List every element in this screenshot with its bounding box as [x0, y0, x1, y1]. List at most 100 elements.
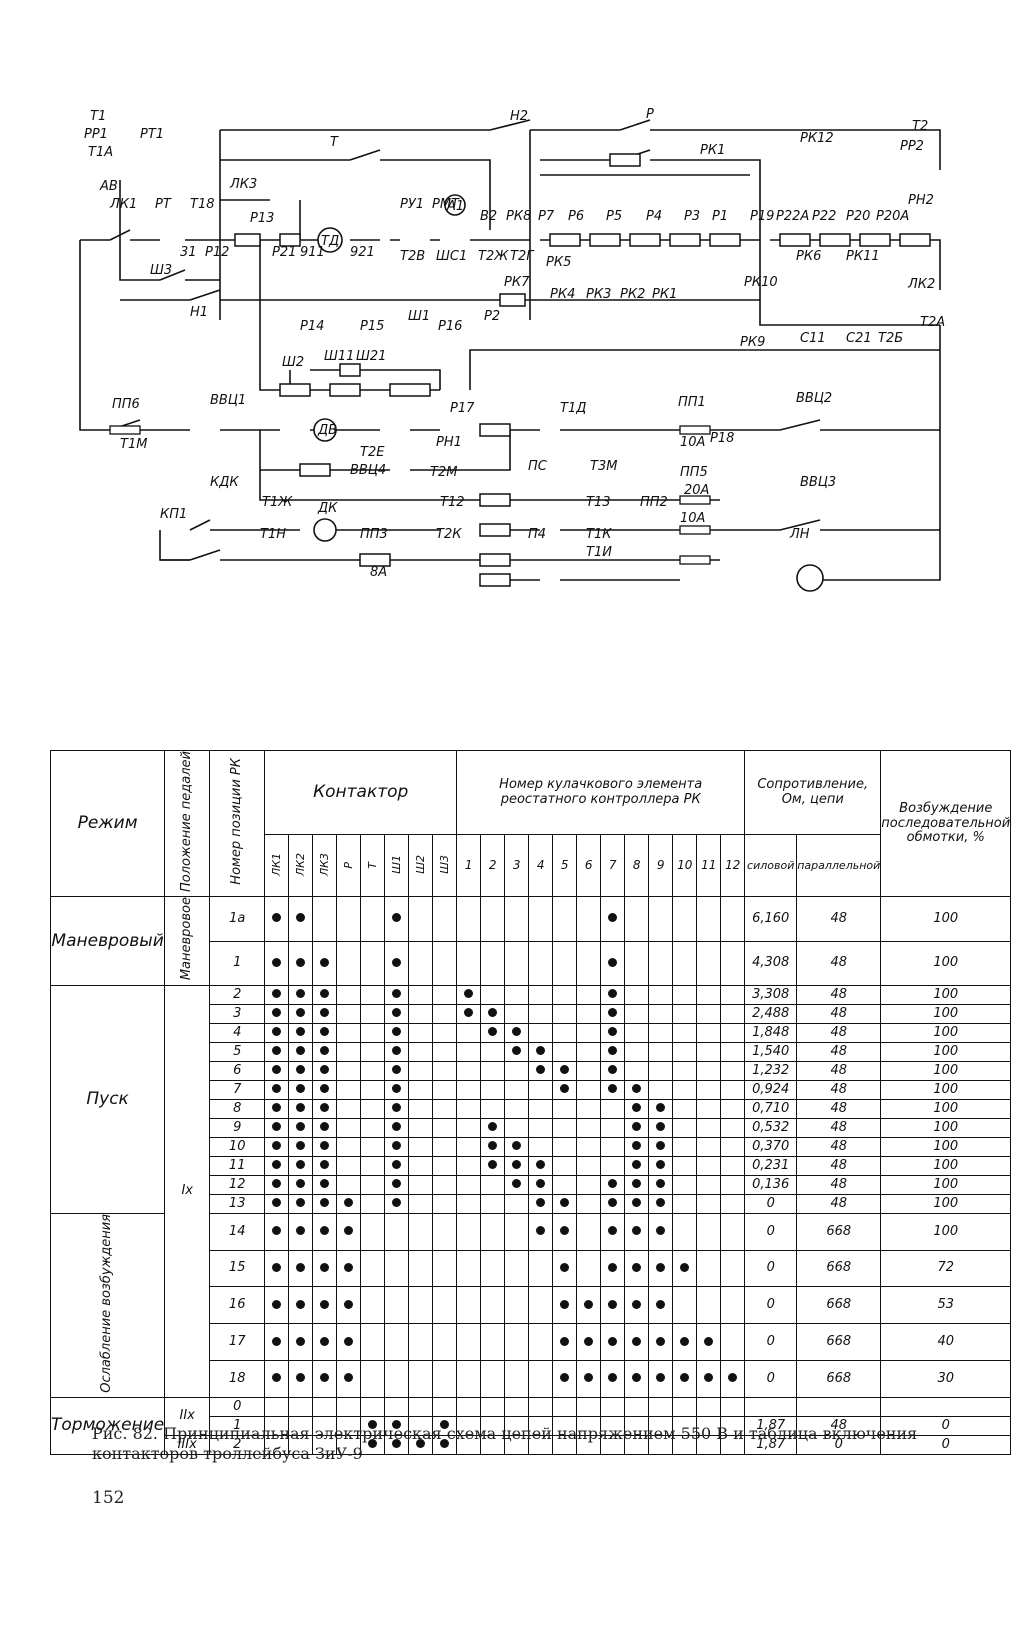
on-dot [320, 1141, 330, 1151]
on-dot [272, 1198, 282, 1208]
on-dot [296, 1336, 306, 1346]
resistance-cell: 668 [796, 1323, 882, 1362]
switch-cell [600, 1022, 626, 1043]
switch-cell [528, 1155, 554, 1176]
switch-cell [552, 1249, 578, 1288]
switch-cell [408, 1286, 434, 1325]
on-dot [272, 1027, 282, 1037]
switch-cell [576, 1098, 602, 1119]
switch-cell [504, 1136, 530, 1157]
switch-cell [264, 1155, 290, 1176]
switch-cell [480, 1174, 506, 1195]
switch-cell [408, 1041, 434, 1062]
on-dot [656, 1299, 666, 1309]
switch-cell [408, 1098, 434, 1119]
switch-cell [504, 896, 530, 942]
on-dot [632, 1141, 642, 1151]
svg-text:921: 921 [350, 245, 375, 260]
contactor-label: Ш3 [432, 834, 458, 898]
on-dot [488, 1122, 498, 1132]
switch-cell [552, 1079, 578, 1100]
on-dot [272, 1179, 282, 1189]
on-dot [392, 957, 402, 967]
switch-cell [456, 1003, 482, 1024]
switch-cell [528, 896, 554, 942]
svg-text:РК7: РК7 [504, 275, 530, 290]
excitation-cell: 100 [880, 1041, 1012, 1062]
svg-text:Т13: Т13 [586, 495, 610, 510]
excitation-cell: 100 [880, 1079, 1012, 1100]
resistance-cell: 0 [744, 1249, 798, 1288]
svg-text:Р20: Р20 [846, 209, 870, 224]
on-dot [608, 913, 618, 923]
svg-text:РК11: РК11 [846, 249, 880, 264]
svg-text:8А: 8А [370, 565, 387, 580]
switch-cell [504, 1079, 530, 1100]
switch-cell [264, 1193, 290, 1214]
switch-cell [504, 1022, 530, 1043]
position-cell: 17 [209, 1323, 266, 1362]
svg-text:Р7: Р7 [538, 209, 555, 224]
switch-cell [288, 1193, 314, 1214]
switch-cell [432, 1360, 458, 1398]
resistance-cell: 668 [796, 1249, 882, 1288]
switch-cell [648, 1060, 674, 1081]
on-dot [560, 1262, 570, 1272]
switch-cell [648, 1174, 674, 1195]
switch-cell [672, 1003, 698, 1024]
on-dot [632, 1179, 642, 1189]
svg-text:Т2А: Т2А [920, 315, 945, 330]
switch-cell [504, 940, 530, 986]
switch-cell [288, 1041, 314, 1062]
switch-cell [576, 1117, 602, 1138]
svg-text:Р: Р [646, 107, 654, 122]
switch-cell [456, 1117, 482, 1138]
on-dot [368, 1420, 378, 1430]
switch-cell [288, 1323, 314, 1362]
switch-cell [672, 1155, 698, 1176]
svg-text:РК3: РК3 [586, 287, 611, 302]
position-cell: 4 [209, 1022, 266, 1043]
cam-label: 6 [576, 834, 602, 898]
switch-cell [552, 1360, 578, 1398]
switch-cell [720, 1003, 746, 1024]
switch-cell [360, 896, 386, 942]
switch-cell [720, 1136, 746, 1157]
on-dot [536, 1046, 546, 1056]
on-dot [608, 1299, 618, 1309]
switch-cell [528, 1003, 554, 1024]
switch-cell [528, 1193, 554, 1214]
svg-text:С11: С11 [800, 331, 826, 346]
svg-text:10А: 10А [680, 435, 705, 450]
on-dot [296, 1226, 306, 1236]
position-cell: 8 [209, 1098, 266, 1119]
switch-cell [576, 1003, 602, 1024]
on-dot [488, 1027, 498, 1037]
switch-cell [480, 1098, 506, 1119]
svg-text:ВВЦ2: ВВЦ2 [796, 391, 832, 406]
switch-cell [480, 940, 506, 986]
switch-cell [288, 1136, 314, 1157]
svg-text:КП1: КП1 [160, 507, 187, 522]
switch-cell [624, 940, 650, 986]
on-dot [632, 1084, 642, 1094]
switch-cell [600, 1212, 626, 1251]
svg-text:Т2Е: Т2Е [360, 445, 385, 460]
switch-cell [384, 1079, 410, 1100]
switch-cell [480, 1155, 506, 1176]
switch-cell [408, 1174, 434, 1195]
svg-text:РУ1: РУ1 [400, 197, 424, 212]
switch-cell [456, 1193, 482, 1214]
on-dot [320, 957, 330, 967]
excitation-cell: 100 [880, 896, 1012, 942]
switch-cell [408, 1022, 434, 1043]
cam-label: 4 [528, 834, 554, 898]
switch-cell [600, 1174, 626, 1195]
position-cell: 13 [209, 1193, 266, 1214]
on-dot [296, 1262, 306, 1272]
contactor-label: Ш2 [408, 834, 434, 898]
svg-text:ДВ: ДВ [317, 423, 337, 438]
switch-cell [408, 1193, 434, 1214]
excitation-cell: 30 [880, 1360, 1012, 1398]
